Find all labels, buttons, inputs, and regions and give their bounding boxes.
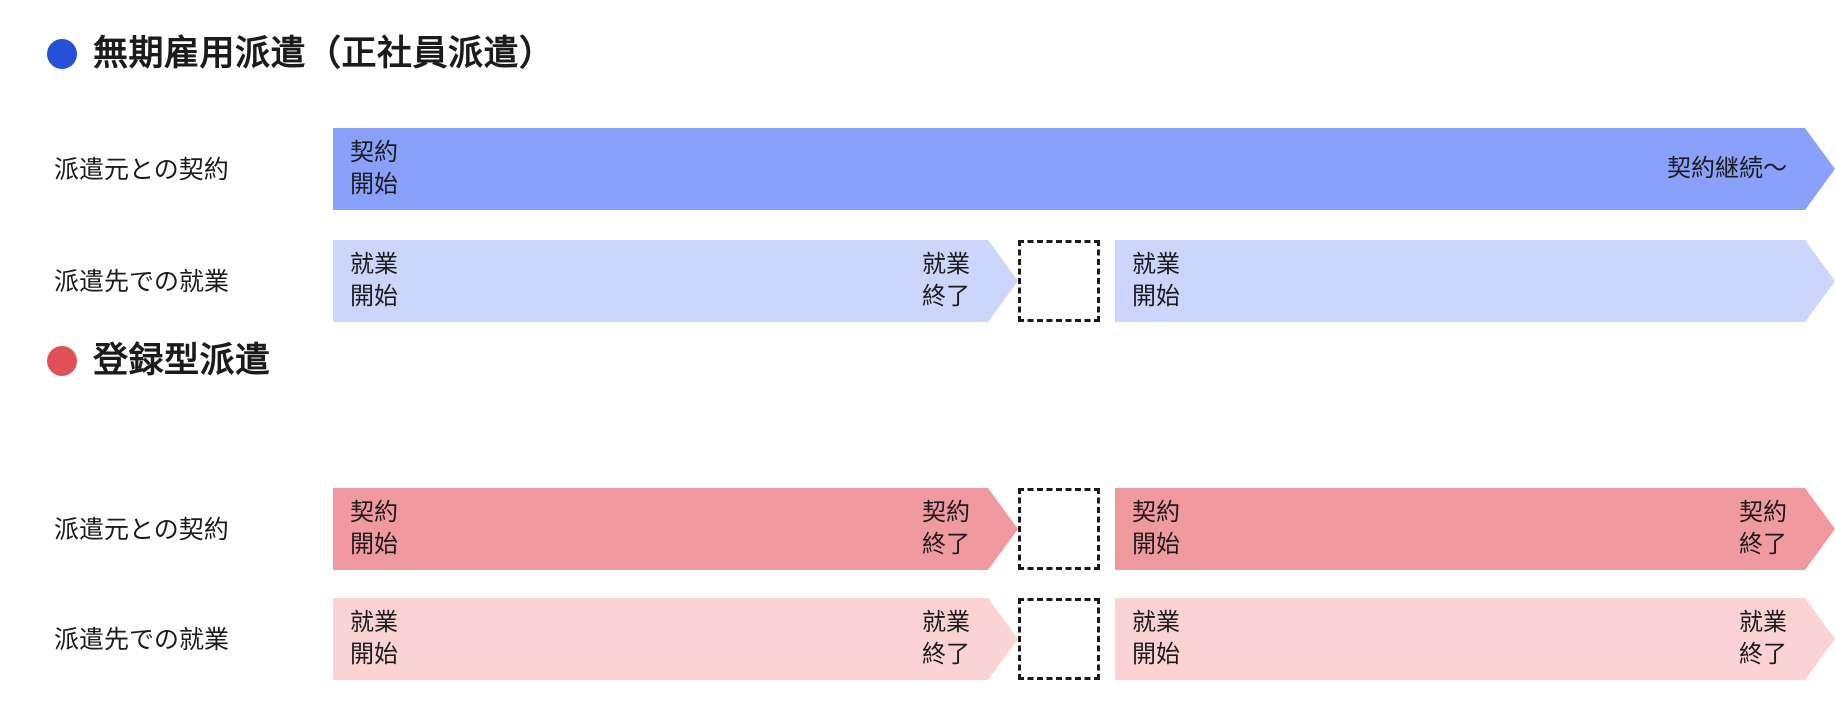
bar-end-label: 契約継続〜	[1667, 155, 1787, 182]
section-heading-registered-dispatch: 登録型派遣	[47, 343, 271, 378]
bar-contract-continuous[interactable]: 契約 開始 契約継続〜	[333, 128, 1835, 210]
contract-gap-box-red-lower	[1018, 598, 1100, 680]
red-bullet-icon	[47, 345, 77, 376]
section-heading-permanent-dispatch: 無期雇用派遣（正社員派遣）	[47, 36, 555, 71]
row-label-contract-with-agency-red: 派遣元との契約	[54, 516, 229, 544]
blue-bullet-icon	[47, 38, 77, 69]
bar-start-label: 就業 開始	[1132, 609, 1180, 668]
bar-fill	[1115, 488, 1835, 570]
bar-end-label: 契約 終了	[922, 499, 970, 558]
bar-end-label: 就業 終了	[922, 609, 970, 668]
section-heading-label: 登録型派遣	[93, 341, 271, 380]
bar-assignment-2-red[interactable]: 就業 開始 就業 終了	[1115, 598, 1835, 680]
bar-fill	[333, 598, 1018, 680]
bar-start-label: 就業 開始	[350, 609, 398, 668]
bar-start-label: 就業 開始	[350, 251, 398, 310]
bar-fill	[1115, 240, 1835, 322]
bar-fill	[333, 488, 1018, 570]
contract-gap-box-blue	[1018, 240, 1100, 322]
bar-assignment-2-blue[interactable]: 就業 開始	[1115, 240, 1835, 322]
bar-contract-2-red[interactable]: 契約 開始 契約 終了	[1115, 488, 1835, 570]
bar-fill	[333, 240, 1018, 322]
bar-contract-1-red[interactable]: 契約 開始 契約 終了	[333, 488, 1018, 570]
bar-start-label: 契約 開始	[350, 499, 398, 558]
bar-start-label: 契約 開始	[1132, 499, 1180, 558]
bar-assignment-1-red[interactable]: 就業 開始 就業 終了	[333, 598, 1018, 680]
bar-end-label: 契約 終了	[1739, 499, 1787, 558]
contract-gap-box-red-upper	[1018, 488, 1100, 570]
row-label-contract-with-agency-blue: 派遣元との契約	[54, 156, 229, 184]
bar-assignment-1-blue[interactable]: 就業 開始 就業 終了	[333, 240, 1018, 322]
bar-fill	[333, 128, 1835, 210]
bar-start-label: 契約 開始	[350, 139, 398, 198]
bar-fill	[1115, 598, 1835, 680]
row-label-work-at-client-blue: 派遣先での就業	[54, 268, 230, 296]
bar-end-label: 就業 終了	[1739, 609, 1787, 668]
bar-start-label: 就業 開始	[1132, 251, 1180, 310]
bar-end-label: 就業 終了	[922, 251, 970, 310]
section-heading-label: 無期雇用派遣（正社員派遣）	[93, 34, 555, 73]
row-label-work-at-client-red: 派遣先での就業	[54, 626, 230, 654]
